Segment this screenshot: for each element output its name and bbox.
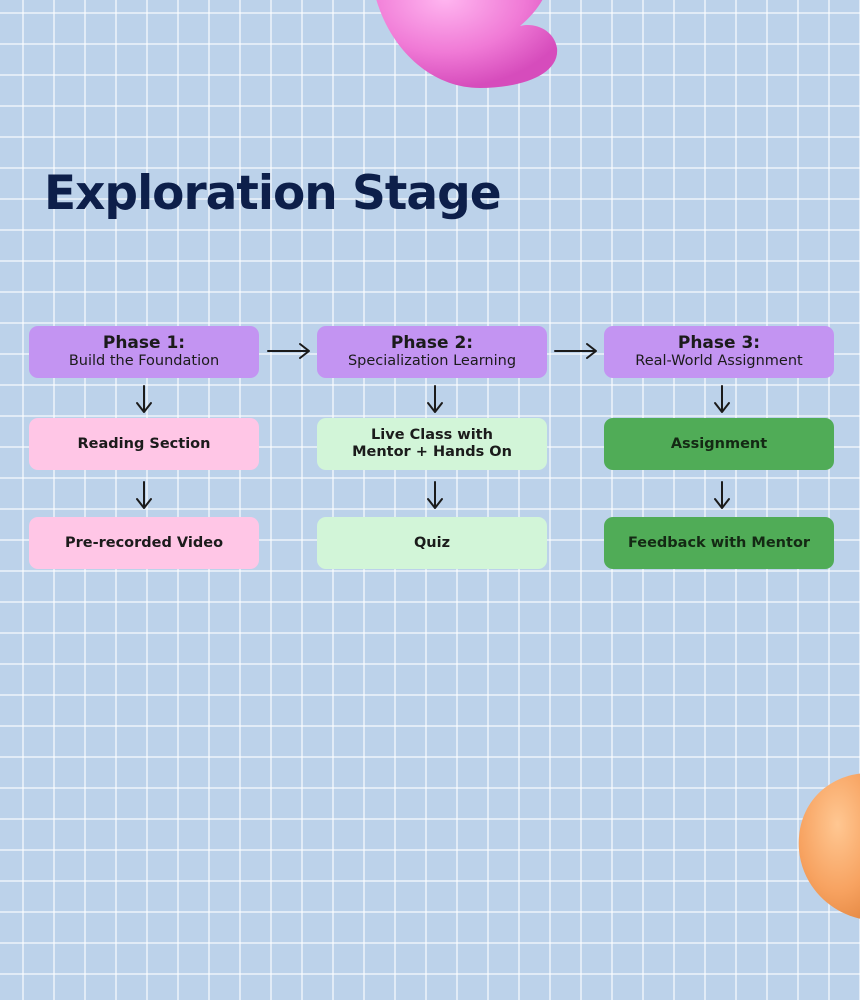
phase-1-subtitle: Build the Foundation: [68, 353, 220, 369]
phase-2-title: Phase 2:: [390, 333, 474, 353]
arrow-down-icon: [136, 481, 152, 509]
step-assignment: Assignment: [604, 418, 834, 470]
arrow-down-icon: [427, 385, 443, 413]
phase-3-subtitle: Real-World Assignment: [635, 353, 803, 369]
phase-1-box: Phase 1: Build the Foundation: [29, 326, 259, 378]
phase-2-box: Phase 2: Specialization Learning: [317, 326, 547, 378]
arrow-right-icon: [267, 343, 310, 359]
phase-1-title: Phase 1:: [102, 333, 186, 353]
step-live-class: Live Class with Mentor + Hands On: [317, 418, 547, 470]
arrow-down-icon: [714, 385, 730, 413]
step-reading-section: Reading Section: [29, 418, 259, 470]
phase-3-title: Phase 3:: [677, 333, 761, 353]
arrow-down-icon: [427, 481, 443, 509]
phase-2-subtitle: Specialization Learning: [347, 353, 517, 369]
arrow-down-icon: [714, 481, 730, 509]
arrow-down-icon: [136, 385, 152, 413]
arrow-right-icon: [554, 343, 597, 359]
phase-3-box: Phase 3: Real-World Assignment: [604, 326, 834, 378]
orange-blob-decoration: [798, 773, 860, 919]
step-feedback-with-mentor: Feedback with Mentor: [604, 517, 834, 569]
pink-blob-decoration: [376, 0, 558, 88]
step-quiz: Quiz: [317, 517, 547, 569]
step-pre-recorded-video: Pre-recorded Video: [29, 517, 259, 569]
page-title: Exploration Stage: [44, 166, 502, 221]
